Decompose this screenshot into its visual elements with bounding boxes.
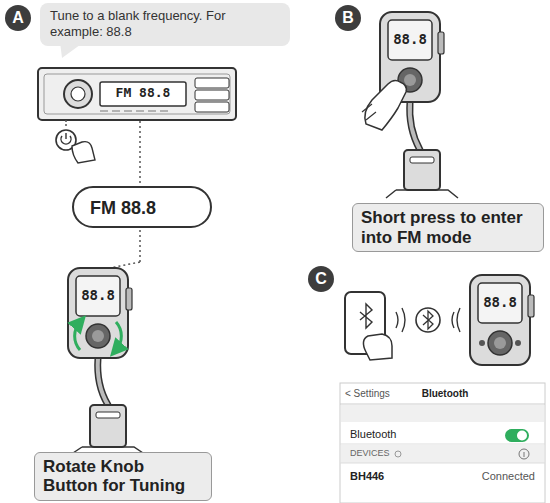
setting-row: Bluetooth — [350, 428, 450, 441]
settings-title: Bluetooth — [405, 388, 485, 400]
step-badge: A — [5, 5, 31, 31]
device-status: Connected — [440, 470, 535, 483]
device-name: BH446 — [350, 470, 430, 483]
step-badge: C — [308, 266, 334, 292]
settings-back: < Settings — [345, 388, 415, 400]
instruction-box: Rotate Knob Button for Tuning — [34, 452, 212, 501]
instruction-box: Short press to enter into FM mode — [352, 203, 544, 252]
node-text: Tune to a blank frequency. For example: … — [50, 8, 280, 41]
node-text: Rotate Knob Button for Tuning — [43, 457, 203, 496]
speech-bubble: Tune to a blank frequency. For example: … — [40, 3, 290, 46]
screen-readout: 88.8 — [388, 31, 432, 48]
radio-display: FM 88.8 — [100, 85, 186, 101]
frequency-box: FM 88.8 — [72, 186, 212, 228]
node-text: B — [335, 8, 361, 28]
step-badge: B — [335, 5, 361, 31]
node-text: A — [5, 8, 31, 28]
node-text: FM 88.8 — [90, 197, 170, 220]
screen-readout: 88.8 — [478, 294, 522, 311]
section-header: DEVICES — [350, 448, 410, 459]
node-text: C — [308, 269, 334, 289]
node-text: Short press to enter into FM mode — [361, 208, 535, 247]
screen-readout: 88.8 — [76, 287, 120, 304]
